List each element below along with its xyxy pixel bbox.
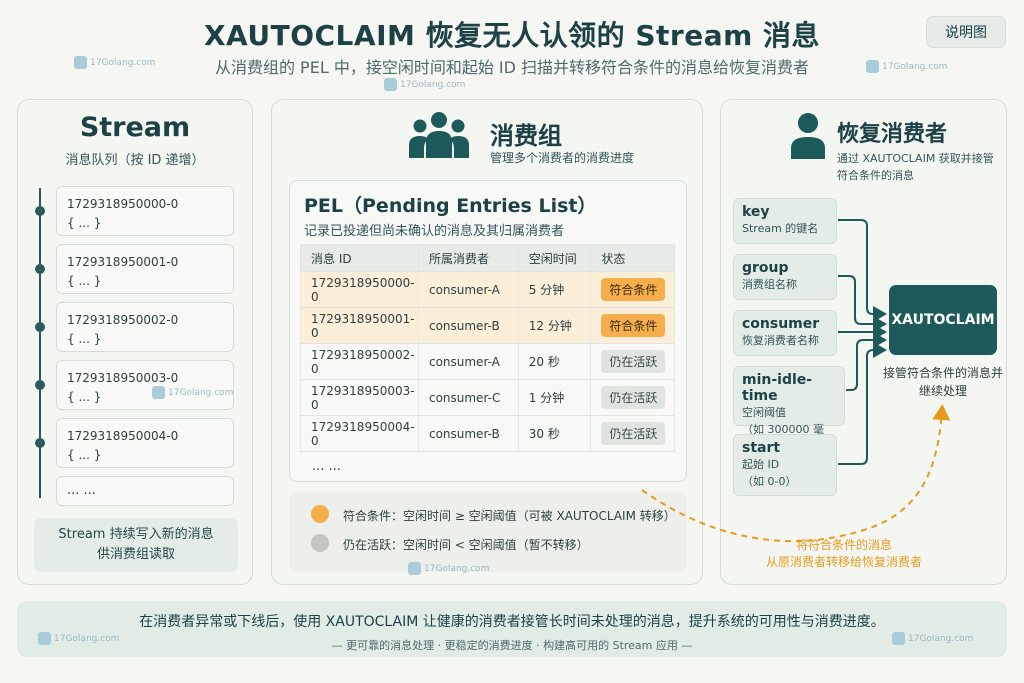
stream-message: 1729318950002-0{ ... } [56, 302, 234, 352]
param-group: group 消费组名称 [733, 254, 837, 300]
stream-message: 1729318950000-0{ ... } [56, 186, 234, 236]
group-users-icon [409, 112, 469, 158]
table-header-row: 消息 ID 所属消费者 空闲时间 状态 [300, 244, 675, 272]
watermark: 17Golang.com [866, 60, 947, 73]
cell-message-id: 1729318950001-0 [300, 307, 419, 344]
table-row: 1729318950000-0 consumer-A 5 分钟 符合条件 [300, 271, 675, 308]
column-header: 状态 [590, 244, 675, 272]
stream-subtitle: 消息队列（按 ID 递增） [65, 153, 205, 168]
xautoclaim-command: XAUTOCLAIM [889, 285, 997, 355]
pel-table: 消息 ID 所属消费者 空闲时间 状态 1729318950000-0 cons… [300, 244, 675, 452]
footer-summary: 在消费者异常或下线后，使用 XAUTOCLAIM 让健康的消费者接管长时间未处理… [17, 601, 1007, 657]
eligible-dot-icon [311, 505, 329, 523]
group-title: 消费组 [490, 122, 562, 150]
timeline-dot [35, 438, 45, 448]
recovery-title: 恢复消费者 [837, 122, 948, 147]
recovery-subtitle: 通过 XAUTOCLAIM 获取并接管符合条件的消息 [837, 152, 994, 182]
stream-message: 1729318950001-0{ ... } [56, 244, 234, 294]
page-title: XAUTOCLAIM 恢复无人认领的 Stream 消息 [203, 19, 821, 52]
cell-idle: 30 秒 [517, 415, 592, 452]
cell-idle: 5 分钟 [517, 271, 592, 308]
stream-message: 1729318950003-0{ ... } [56, 360, 234, 410]
cell-status: 仍在活跃 [590, 415, 675, 452]
status-badge: 仍在活跃 [601, 386, 666, 409]
pel-more: ... ... [312, 459, 341, 474]
column-header: 空闲时间 [517, 244, 592, 272]
diagram-badge[interactable]: 说明图 [926, 16, 1006, 48]
timeline-dot [35, 264, 45, 274]
cell-message-id: 1729318950004-0 [300, 415, 419, 452]
legend-active: 仍在活跃：空闲时间 < 空闲阈值（暂不转移） [343, 538, 589, 552]
pel-subtitle: 记录已投递但尚未确认的消息及其归属消费者 [304, 224, 565, 239]
watermark-logo-icon [152, 386, 165, 399]
legend-eligible: 符合条件：空闲时间 ≥ 空闲阈值（可被 XAUTOCLAIM 转移） [343, 509, 676, 523]
footer-tags: — 更可靠的消息处理 · 更稳定的消费进度 · 构建高可用的 Stream 应用… [331, 639, 693, 652]
watermark: 17Golang.com [384, 78, 465, 91]
cell-idle: 20 秒 [517, 343, 592, 380]
cell-consumer: consumer-A [417, 343, 519, 380]
cell-status: 符合条件 [590, 307, 675, 344]
cell-idle: 1 分钟 [517, 379, 592, 416]
status-legend: 符合条件：空闲时间 ≥ 空闲阈值（可被 XAUTOCLAIM 转移） 仍在活跃：… [289, 492, 687, 572]
xautoclaim-description: 接管符合条件的消息并继续处理 [882, 366, 1003, 398]
cell-message-id: 1729318950000-0 [300, 271, 419, 308]
param-min-idle-time: min-idle-time 空闲阈值 （如 300000 毫秒） [733, 366, 845, 452]
watermark: 17Golang.com [152, 386, 233, 399]
cell-message-id: 1729318950003-0 [300, 379, 419, 416]
cell-status: 仍在活跃 [590, 343, 675, 380]
param-start: start 起始 ID （如 0-0） [733, 434, 837, 496]
watermark-logo-icon [384, 78, 397, 91]
param-consumer: consumer 恢复消费者名称 [733, 310, 837, 356]
cell-consumer: consumer-C [417, 379, 519, 416]
stream-title: Stream [79, 112, 191, 143]
status-badge: 符合条件 [601, 314, 666, 337]
column-header: 消息 ID [300, 244, 419, 272]
watermark-logo-icon [74, 56, 87, 69]
watermark-logo-icon [408, 562, 421, 575]
footer-text: 在消费者异常或下线后，使用 XAUTOCLAIM 让健康的消费者接管长时间未处理… [139, 614, 885, 630]
stream-panel: Stream 消息队列（按 ID 递增） 1729318950000-0{ ..… [17, 99, 253, 585]
page-subtitle: 从消费组的 PEL 中，接空闲时间和起始 ID 扫描并转移符合条件的消息给恢复消… [214, 58, 810, 77]
cell-status: 仍在活跃 [590, 379, 675, 416]
stream-message: 1729318950004-0{ ... } [56, 418, 234, 468]
watermark-logo-icon [866, 60, 879, 73]
pel-box: PEL（Pending Entries List） 记录已投递但尚未确认的消息及… [289, 180, 687, 482]
cell-message-id: 1729318950002-0 [300, 343, 419, 380]
timeline-dot [35, 322, 45, 332]
watermark-logo-icon [892, 632, 905, 645]
group-subtitle: 管理多个消费者的消费进度 [490, 151, 635, 165]
cell-idle: 12 分钟 [517, 307, 592, 344]
stream-note: Stream 持续写入新的消息 供消费组读取 [34, 518, 238, 572]
status-badge: 符合条件 [601, 278, 666, 301]
watermark-logo-icon [38, 632, 51, 645]
stream-more: ... ... [56, 476, 234, 506]
watermark: 17Golang.com [74, 56, 155, 69]
status-badge: 仍在活跃 [601, 350, 666, 373]
table-row: 1729318950002-0 consumer-A 20 秒 仍在活跃 [300, 343, 675, 380]
pel-title: PEL（Pending Entries List） [304, 195, 597, 217]
consumer-group-panel: 消费组 管理多个消费者的消费进度 PEL（Pending Entries Lis… [271, 99, 703, 585]
timeline-dot [35, 380, 45, 390]
table-row: 1729318950003-0 consumer-C 1 分钟 仍在活跃 [300, 379, 675, 416]
cell-consumer: consumer-A [417, 271, 519, 308]
status-badge: 仍在活跃 [601, 422, 666, 445]
recovery-consumer-panel: 恢复消费者 通过 XAUTOCLAIM 获取并接管符合条件的消息 key Str… [720, 99, 1007, 585]
cell-consumer: consumer-B [417, 415, 519, 452]
param-key: key Stream 的键名 [733, 198, 837, 244]
column-header: 所属消费者 [417, 244, 519, 272]
cell-consumer: consumer-B [417, 307, 519, 344]
watermark: 17Golang.com [892, 632, 973, 645]
timeline-dot [35, 206, 45, 216]
table-row: 1729318950001-0 consumer-B 12 分钟 符合条件 [300, 307, 675, 344]
timeline-line [39, 188, 41, 498]
user-icon [791, 113, 825, 159]
active-dot-icon [311, 534, 329, 552]
migration-note: 将符合条件的消息 从原消费者转移给恢复消费者 [765, 538, 922, 569]
cell-status: 符合条件 [590, 271, 675, 308]
watermark: 17Golang.com [408, 562, 489, 575]
table-row: 1729318950004-0 consumer-B 30 秒 仍在活跃 [300, 415, 675, 452]
watermark: 17Golang.com [38, 632, 119, 645]
